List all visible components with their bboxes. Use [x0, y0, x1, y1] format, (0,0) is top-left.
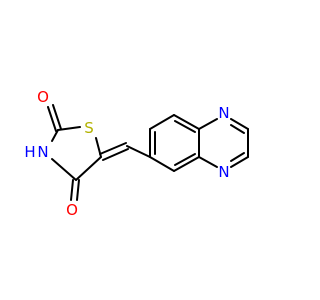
atom-sulfur: S: [84, 119, 94, 137]
bond-c5-c4: [75, 156, 102, 181]
bond-c2-o-b: [52, 104, 62, 130]
bond-b6-b1: [149, 156, 175, 172]
atom-oxygen-top: O: [37, 88, 49, 106]
bond-b5-b6-inner: [174, 153, 196, 166]
bond-ch-ring: [126, 145, 151, 158]
bond-b3-b4-inner: [174, 120, 196, 133]
bond-c-n-bottom-inner: [230, 152, 245, 162]
bond-n-top-c: [230, 118, 249, 130]
bond-c-n-bottom: [230, 156, 249, 168]
atom-nitrogen-nh: N: [37, 143, 48, 161]
bond-c2-o-a: [47, 106, 57, 132]
bond-b2-b3: [149, 114, 175, 130]
bond-n3-c2: [51, 129, 59, 142]
bond-b5-n-bottom: [198, 156, 218, 168]
atom-nitrogen-bottom: N: [218, 163, 229, 181]
bond-c4-n3: [51, 158, 77, 181]
bond-c5-ch-a: [99, 142, 127, 155]
bond-b4-n-top: [198, 118, 218, 130]
molecule-structure: O S N H O N N: [24, 88, 249, 219]
atom-oxygen-bottom: O: [66, 201, 78, 219]
bond-c5-ch-b: [102, 148, 129, 161]
bond-b5-b6: [173, 156, 200, 172]
bond-lines: [47, 104, 249, 201]
bond-c4-o-a: [70, 179, 74, 201]
atom-nitrogen-top: N: [218, 104, 229, 122]
atom-hydrogen-nh: H: [24, 143, 35, 161]
bond-n-top-c-inner: [230, 124, 245, 134]
bond-c4-o-b: [76, 179, 80, 201]
bond-b3-b4: [173, 114, 200, 130]
